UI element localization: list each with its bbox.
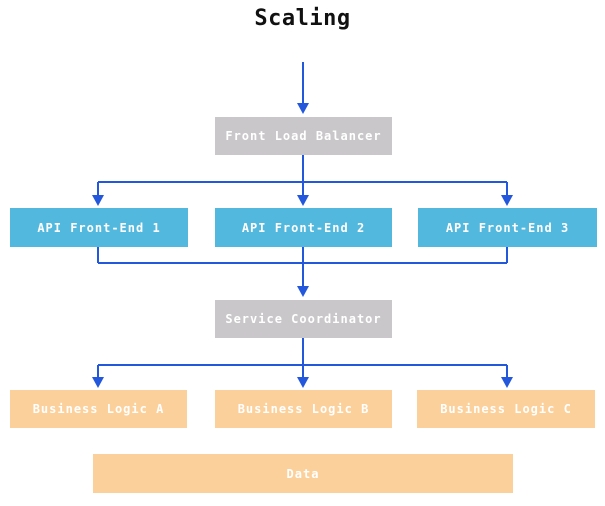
node-front-load-balancer: Front Load Balancer — [215, 117, 392, 155]
edge-balancer-to-apis — [97, 155, 508, 196]
arrowhead-icon — [297, 103, 309, 114]
node-data: Data — [93, 454, 513, 493]
arrowhead-icon — [92, 195, 104, 206]
arrowhead-icon — [92, 377, 104, 388]
diagram-title: Scaling — [254, 6, 351, 31]
node-api-front-end-1: API Front-End 1 — [10, 208, 188, 247]
arrowhead-icon — [297, 286, 309, 297]
arrowhead-icon — [297, 195, 309, 206]
edge-apis-to-coordinator — [97, 247, 508, 287]
arrowhead-icon — [297, 377, 309, 388]
node-api-front-end-3: API Front-End 3 — [418, 208, 597, 247]
edge-coordinator-to-logic — [97, 338, 508, 378]
arrowhead-icon — [501, 195, 513, 206]
node-service-coordinator: Service Coordinator — [215, 300, 392, 338]
node-business-logic-a: Business Logic A — [10, 390, 187, 428]
node-business-logic-b: Business Logic B — [215, 390, 392, 428]
node-api-front-end-2: API Front-End 2 — [215, 208, 392, 247]
arrowhead-icon — [501, 377, 513, 388]
node-business-logic-c: Business Logic C — [417, 390, 595, 428]
